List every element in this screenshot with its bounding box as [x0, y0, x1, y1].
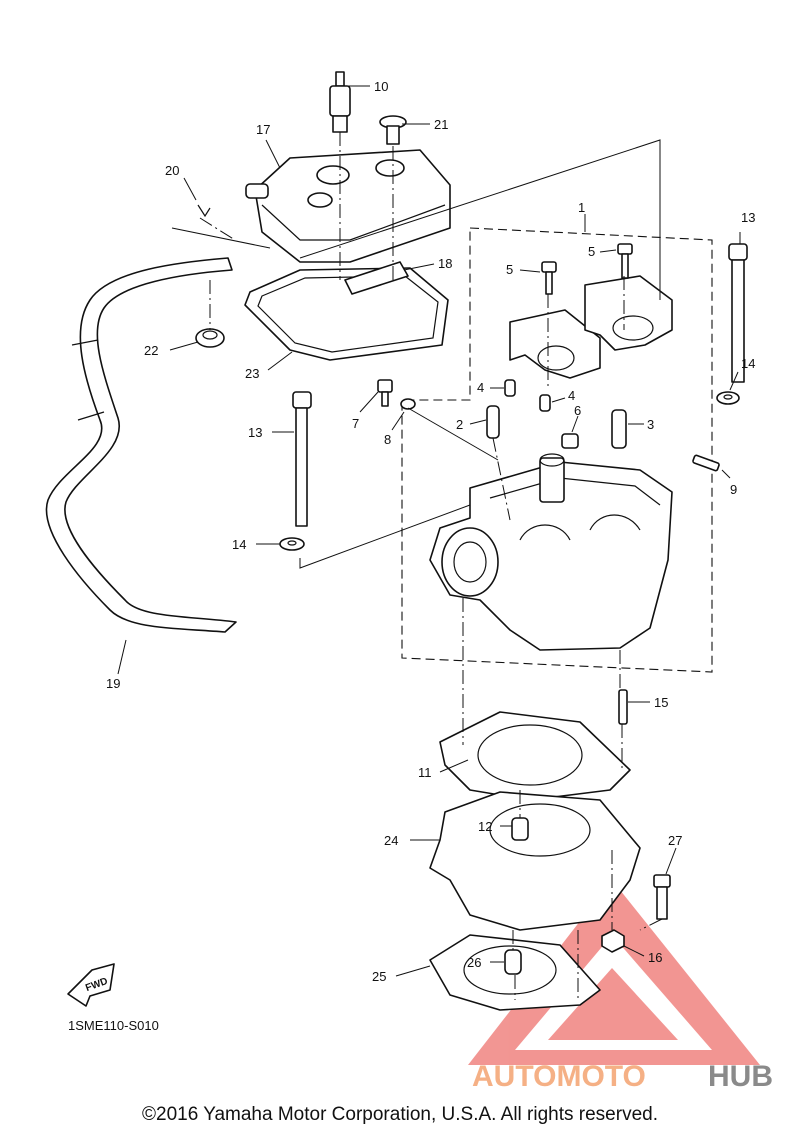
guide-2[interactable] [486, 405, 500, 439]
clip-20[interactable] [197, 204, 211, 218]
callout-11: 11 [418, 765, 432, 780]
callout-9: 9 [730, 482, 737, 497]
head-bolt-13-right[interactable] [728, 243, 748, 383]
callout-27: 27 [668, 833, 682, 848]
callout-13b: 13 [741, 210, 755, 225]
cylinder-head-cover[interactable] [245, 149, 451, 263]
callout-13a: 13 [248, 425, 262, 440]
washer-14-left[interactable] [279, 537, 305, 551]
callout-5a: 5 [506, 262, 513, 277]
callout-20: 20 [165, 163, 179, 178]
callout-4b: 4 [568, 388, 575, 403]
dowel-pin-4a[interactable] [504, 379, 516, 397]
callout-1: 1 [578, 200, 585, 215]
plate-18[interactable] [344, 261, 409, 295]
guide-3[interactable] [611, 409, 627, 449]
callout-25: 25 [372, 969, 386, 984]
callout-21: 21 [434, 117, 448, 132]
watermark-triangle-logo [468, 880, 760, 1065]
callout-22: 22 [144, 343, 158, 358]
grommet-22[interactable] [195, 328, 225, 348]
camshaft-cap-right[interactable] [584, 275, 673, 351]
diagram-code: 1SME110-S010 [68, 1018, 159, 1033]
callout-14a: 14 [232, 537, 246, 552]
callout-10: 10 [374, 79, 388, 94]
callout-group: 10 21 17 20 1 5 5 18 22 23 4 4 6 2 3 13 [106, 79, 755, 984]
bolt-27[interactable] [653, 874, 671, 920]
callout-23: 23 [245, 366, 259, 381]
fwd-arrow-icon: FWD [67, 963, 115, 1007]
callout-17: 17 [256, 122, 270, 137]
plug-6[interactable] [561, 433, 579, 449]
head-bolt-13-left[interactable] [292, 391, 312, 527]
callout-7: 7 [352, 416, 359, 431]
dowel-pin-4b[interactable] [539, 394, 551, 412]
bolt-5-right[interactable] [617, 243, 633, 279]
spark-plug[interactable] [329, 71, 351, 133]
callout-12: 12 [478, 819, 492, 834]
callout-18: 18 [438, 256, 452, 271]
watermark-part1: AUTOMOTO [472, 1060, 646, 1093]
head-cover-gasket[interactable] [244, 267, 449, 361]
callout-24: 24 [384, 833, 398, 848]
callout-19: 19 [106, 676, 120, 691]
washer-14-right[interactable] [716, 391, 740, 405]
callout-14b: 14 [741, 356, 755, 371]
callout-16: 16 [648, 950, 662, 965]
washer-8[interactable] [400, 398, 416, 410]
cylinder[interactable] [429, 791, 641, 931]
cap-bolt-21[interactable] [379, 115, 407, 145]
dowel-pin-26[interactable] [504, 949, 522, 975]
watermark-brand: AUTOMOTO HUB [472, 1060, 773, 1093]
copyright-notice: ©2016 Yamaha Motor Corporation, U.S.A. A… [142, 1104, 658, 1125]
camshaft-cap-left[interactable] [509, 309, 601, 379]
watermark-part2: HUB [708, 1060, 773, 1093]
callout-6: 6 [574, 403, 581, 418]
cylinder-head[interactable] [429, 453, 673, 651]
callout-5b: 5 [588, 244, 595, 259]
stud-bolt-9[interactable] [692, 454, 720, 472]
bolt-5-left[interactable] [541, 261, 557, 295]
stud-bolt-15[interactable] [618, 689, 628, 725]
callout-26: 26 [467, 955, 481, 970]
callout-4a: 4 [477, 380, 484, 395]
callout-3: 3 [647, 417, 654, 432]
breather-hose[interactable] [45, 257, 237, 633]
callout-15: 15 [654, 695, 668, 710]
callout-8: 8 [384, 432, 391, 447]
cylinder-head-assembly-box [401, 227, 713, 673]
bolt-7[interactable] [377, 379, 393, 407]
cylinder-head-gasket[interactable] [439, 711, 631, 801]
callout-2: 2 [456, 417, 463, 432]
